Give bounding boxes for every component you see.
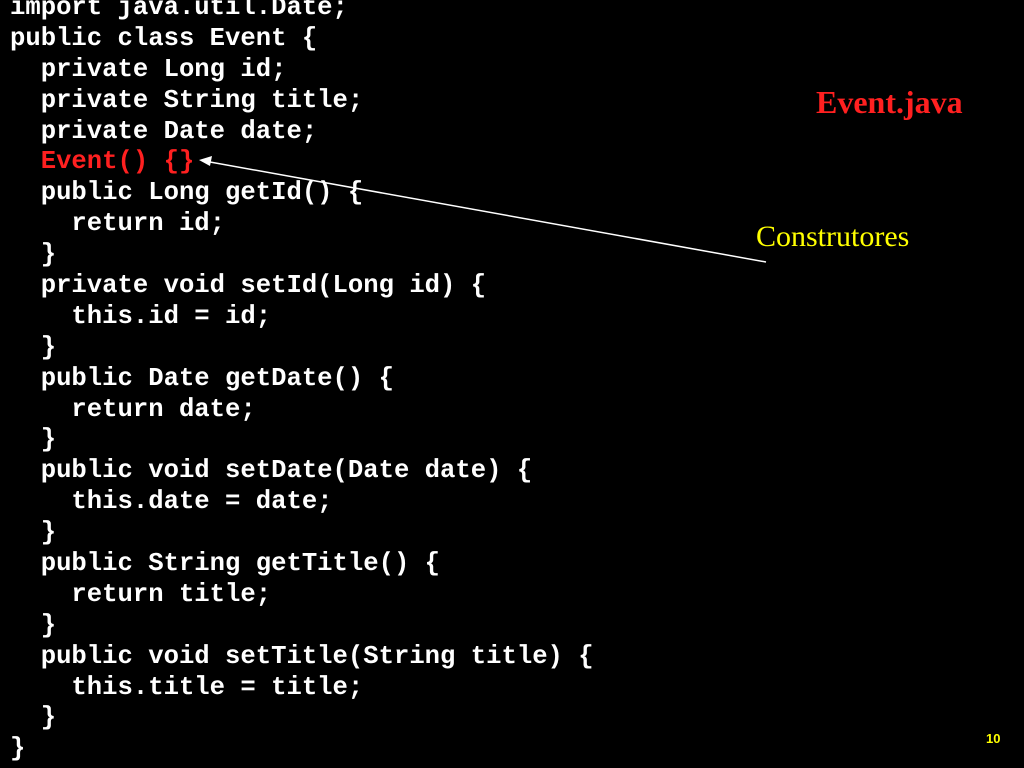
code-line: return title; — [10, 579, 272, 609]
code-line: public Date getDate() { — [10, 363, 394, 393]
code-line: import java.util.Date; — [10, 0, 348, 22]
code-line: public void setTitle(String title) { — [10, 641, 594, 671]
code-line: public void setDate(Date date) { — [10, 456, 533, 486]
code-line: } — [10, 734, 26, 764]
code-line: this.id = id; — [10, 301, 272, 331]
code-line: } — [10, 240, 57, 270]
code-line: this.title = title; — [10, 672, 364, 702]
code-line: public Long getId() { — [10, 178, 364, 208]
constructors-annotation: Construtores — [756, 220, 910, 253]
code-line: } — [10, 425, 57, 455]
code-line: } — [10, 703, 57, 733]
code-line: private void setId(Long id) { — [10, 271, 487, 301]
code-line: return date; — [10, 394, 256, 424]
code-line: } — [10, 332, 57, 362]
code-line: } — [10, 518, 57, 548]
code-line: public class Event { — [10, 23, 318, 53]
constructor-code-line: Event() {} — [10, 147, 195, 177]
code-line: return id; — [10, 209, 226, 239]
code-line: private Long id; — [10, 54, 287, 84]
code-line: private String title; — [10, 85, 364, 115]
slide-title: Event.java — [816, 84, 963, 120]
code-line: } — [10, 610, 57, 640]
page-number: 10 — [986, 731, 1001, 746]
code-block: import java.util.Date;public class Event… — [10, 0, 594, 765]
code-line: public String getTitle() { — [10, 549, 441, 579]
code-line: private Date date; — [10, 116, 318, 146]
code-line: this.date = date; — [10, 487, 333, 517]
